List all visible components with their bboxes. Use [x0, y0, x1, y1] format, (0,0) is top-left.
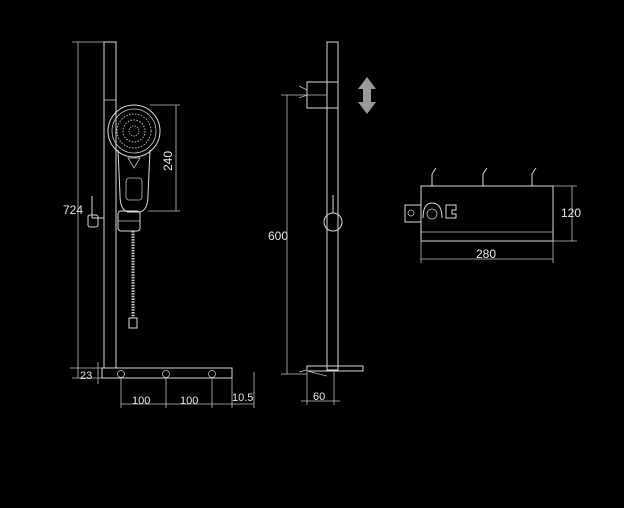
front-view-dimensions: 724 240 23 100 100 10.5 — [63, 41, 255, 408]
dim-bottom-offset: 23 — [80, 370, 92, 382]
side-view-dimensions: 600 60 — [268, 94, 340, 405]
dim-total-height: 724 — [63, 203, 83, 217]
shower-rail — [103, 41, 117, 369]
side-rail — [326, 41, 339, 371]
dim-handshower-height: 240 — [161, 151, 175, 171]
shelf-top-view — [404, 167, 554, 242]
dim-shelf-depth: 120 — [561, 206, 581, 220]
hand-shower — [107, 104, 161, 213]
dim-bracket-depth: 60 — [313, 391, 325, 403]
base-plate — [101, 367, 233, 379]
dim-spacing-1: 100 — [132, 395, 150, 407]
dim-end-offset: 10.5 — [232, 392, 253, 404]
side-view — [298, 41, 364, 377]
shelf-dimensions: 120 280 — [420, 185, 581, 263]
up-down-arrow-icon — [358, 77, 376, 114]
dim-spacing-2: 100 — [180, 395, 198, 407]
dim-shelf-width: 280 — [476, 247, 496, 261]
dim-rail-height: 600 — [268, 229, 288, 243]
front-view — [87, 41, 233, 379]
shelf-body — [420, 185, 554, 242]
bottom-shelf — [306, 365, 364, 372]
hose — [128, 231, 138, 329]
